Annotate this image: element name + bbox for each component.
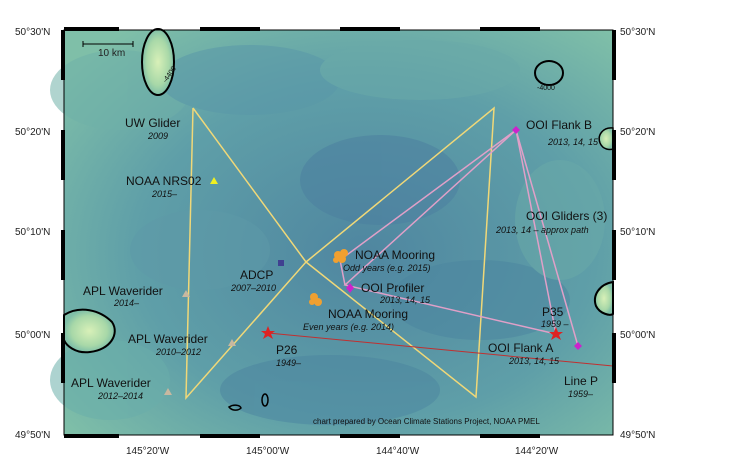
lat-label: 50°00'N [620,330,655,341]
noaa-mooring-even-label: NOAA Mooring [328,307,408,321]
waverider-2012-years: 2012–2014 [97,391,143,401]
contour-label-4000: -4000 [537,85,555,92]
ooi-flank-b-label: OOI Flank B [526,118,592,132]
p35-star [549,327,563,340]
lat-label: 50°10'N [15,227,50,238]
lon-label: 145°00'W [246,446,290,457]
lat-label: 50°00'N [15,330,50,341]
scale-bar: 10 km [82,41,134,59]
ooi-profiler-years: 2013, 14, 15 [379,295,431,305]
nrs02-marker [210,177,218,184]
waverider-2012-marker [164,388,172,395]
lon-labels: 145°20'W 145°00'W 144°40'W 144°20'W [126,446,559,457]
waverider-2014-marker [182,290,190,297]
waverider-2012-label: APL Waverider [71,376,151,390]
ooi-gliders-years: 2013, 14 – approx path [495,225,589,235]
uw-glider-label: UW Glider [125,116,180,130]
lat-label: 50°30'N [15,27,50,38]
lat-label: 49°50'N [620,430,655,441]
waverider-2014-years: 2014– [113,298,140,308]
waverider-2014-label: APL Waverider [83,284,163,298]
p35-years: 1959 – [541,319,570,329]
lat-label: 50°30'N [620,27,655,38]
ooi-gliders-label: OOI Gliders (3) [526,209,607,223]
waverider-2010-label: APL Waverider [128,332,208,346]
lat-label: 50°10'N [620,227,655,238]
ooi-flank-b-years: 2013, 14, 15 [547,137,599,147]
p26-star [261,326,275,339]
chart-credit: chart prepared by Ocean Climate Stations… [313,417,540,426]
nrs02-label: NOAA NRS02 [126,174,202,188]
lat-label: 49°50'N [15,430,50,441]
ooi-flank-b-marker [512,126,520,134]
adcp-marker [278,260,284,266]
waverider-2010-years: 2010–2012 [155,347,201,357]
lat-labels-left: 50°30'N 50°20'N 50°10'N 50°00'N 49°50'N [15,27,50,441]
uw-glider-track [185,107,307,401]
bathymetry-shading [50,40,605,425]
ooi-profiler-marker [346,283,354,293]
markers [164,126,582,395]
ooi-flank-a-marker [574,342,582,350]
noaa-mooring-even-cluster [309,293,322,306]
noaa-mooring-even-years: Even years (e.g. 2014) [303,322,394,332]
nrs02-years: 2015– [151,189,178,199]
adcp-label: ADCP [240,268,273,282]
p26-label: P26 [276,343,298,357]
ooi-flank-a-years: 2013, 14, 15 [508,356,560,366]
uw-glider-track-east [305,106,495,399]
noaa-mooring-odd-years: Odd years (e.g. 2015) [343,263,431,273]
lon-label: 144°20'W [515,446,559,457]
line-p-years: 1959– [568,389,594,399]
ooi-profiler-label: OOI Profiler [361,281,424,295]
feature-labels: UW Glider 2009 NOAA NRS02 2015– ADCP 200… [71,116,607,401]
noaa-mooring-odd-label: NOAA Mooring [355,248,435,262]
lat-label: 50°20'N [15,127,50,138]
line-p-label: Line P [564,374,598,388]
seamounts [63,28,614,411]
scale-bar-label: 10 km [98,48,125,59]
lat-label: 50°20'N [620,127,655,138]
p35-label: P35 [542,305,564,319]
ooi-flank-a-label: OOI Flank A [488,341,553,355]
lon-label: 144°40'W [376,446,420,457]
adcp-years: 2007–2010 [230,283,276,293]
line-p [267,332,614,367]
waverider-2010-marker [228,339,236,346]
lat-labels-right: 50°30'N 50°20'N 50°10'N 50°00'N 49°50'N [620,27,655,441]
uw-glider-years: 2009 [147,131,168,141]
lon-label: 145°20'W [126,446,170,457]
map-frame [61,27,616,438]
noaa-mooring-odd-cluster [333,249,348,263]
p26-years: 1949– [276,358,302,368]
